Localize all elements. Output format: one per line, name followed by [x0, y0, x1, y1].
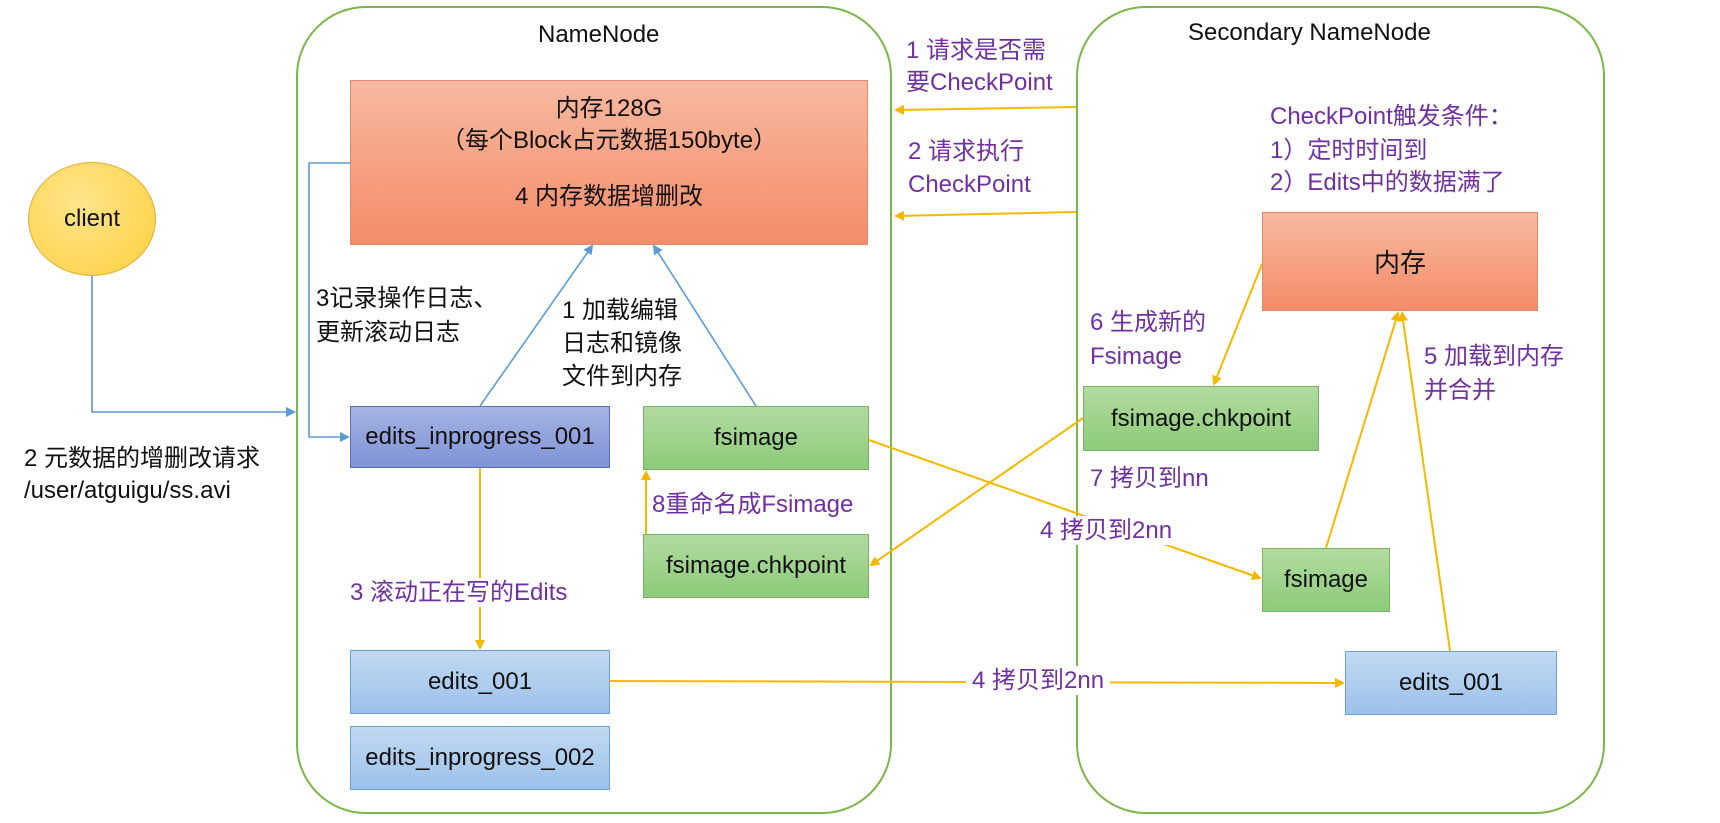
- client-to-namenode-arrow: [91, 276, 296, 417]
- client-label: client: [63, 205, 121, 232]
- secondary-fsimage-chkpoint-box: fsimage.chkpoint: [1083, 386, 1319, 451]
- secondary-namenode-title: Secondary NameNode: [1188, 19, 1431, 46]
- client-request-line2: /user/atguigu/ss.avi: [24, 477, 231, 504]
- namenode-fsimage-label: fsimage: [713, 424, 799, 451]
- trigger-line1: CheckPoint触发条件：: [1270, 103, 1513, 130]
- secondary-memory-box: 内存: [1262, 212, 1538, 311]
- namenode-title: NameNode: [538, 21, 660, 48]
- namenode-memory-box: 内存128G （每个Block占元数据150byte） 4 内存数据增删改: [350, 80, 868, 245]
- generate-fsimage-line2: Fsimage: [1090, 343, 1183, 370]
- secondary-fsimage-label: fsimage: [1283, 566, 1369, 593]
- client-node: client: [28, 162, 156, 276]
- namenode-fsimage-chkpoint-label: fsimage.chkpoint: [665, 552, 847, 579]
- secondary-edits-001-label: edits_001: [1398, 669, 1504, 696]
- secondary-edits-001-box: edits_001: [1345, 651, 1557, 715]
- edits-inprogress-001-label: edits_inprogress_001: [365, 423, 595, 450]
- exec-checkpoint-arrow: [894, 210, 1077, 221]
- namenode-memory-line1: 内存128G: [555, 95, 663, 122]
- namenode-edits-001-label: edits_001: [427, 668, 533, 695]
- secondary-fsimage-chkpoint-label: fsimage.chkpoint: [1110, 404, 1292, 432]
- roll-edits-label: 3 滚动正在写的Edits: [350, 578, 568, 608]
- rename-label: 8重命名成Fsimage: [652, 491, 854, 518]
- load-merge-line1: 5 加载到内存: [1424, 343, 1565, 370]
- secondary-fsimage-box: fsimage: [1262, 548, 1390, 612]
- load-label-line2: 日志和镜像: [562, 329, 682, 359]
- req-checkpoint-line2: 要CheckPoint: [906, 69, 1053, 96]
- edits-copy-to-2nn-label: 4 拷贝到2nn: [966, 666, 1111, 696]
- load-label-line3: 文件到内存: [562, 362, 682, 392]
- namenode-edits-001-box: edits_001: [350, 650, 610, 714]
- secondary-memory-label: 内存: [1373, 248, 1426, 278]
- load-merge-line2: 并合并: [1424, 377, 1496, 404]
- fsimage-copy-to-2nn-label: 4 拷贝到2nn: [1036, 516, 1177, 546]
- namenode-fsimage-box: fsimage: [643, 406, 869, 470]
- namenode-memory-line2: （每个Block占元数据150byte）: [440, 127, 778, 154]
- exec-checkpoint-line2: CheckPoint: [908, 171, 1031, 198]
- trigger-line3: 2）Edits中的数据满了: [1270, 169, 1505, 196]
- namenode-panel: [296, 6, 892, 814]
- namenode-memory-line3: 4 内存数据增删改: [514, 183, 703, 210]
- record-log-line1: 3记录操作日志、: [316, 284, 498, 314]
- client-request-line1: 2 元数据的增删改请求: [24, 445, 261, 472]
- generate-fsimage-line1: 6 生成新的: [1090, 309, 1207, 336]
- edits-inprogress-002-label: edits_inprogress_002: [365, 744, 595, 771]
- edits-inprogress-001-box: edits_inprogress_001: [350, 406, 610, 468]
- trigger-line2: 1）定时时间到: [1270, 137, 1428, 164]
- load-label-line1: 1 加载编辑: [562, 296, 679, 326]
- secondary-namenode-panel: [1076, 6, 1605, 814]
- req-checkpoint-arrow: [894, 104, 1077, 115]
- record-log-line2: 更新滚动日志: [316, 318, 460, 348]
- namenode-fsimage-chkpoint-box: fsimage.chkpoint: [643, 534, 869, 598]
- exec-checkpoint-line1: 2 请求执行: [908, 138, 1025, 165]
- req-checkpoint-line1: 1 请求是否需: [906, 37, 1047, 64]
- edits-inprogress-002-box: edits_inprogress_002: [350, 726, 610, 790]
- copy-to-nn-label: 7 拷贝到nn: [1090, 465, 1209, 492]
